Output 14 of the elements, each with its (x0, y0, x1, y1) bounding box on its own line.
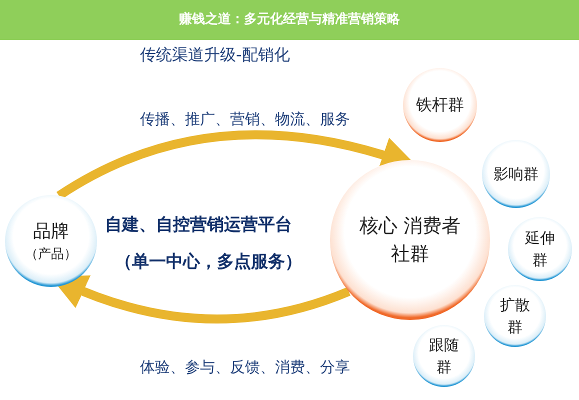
platform-text: 自建、自控营销运营平台 (105, 214, 292, 236)
node-text: 扩散群 (499, 294, 531, 338)
node-text: 延伸群 (524, 228, 556, 271)
node-text: 影响群 (493, 164, 539, 185)
heading-text: 传统渠道升级-配销化 (140, 45, 290, 66)
node-text: 铁杆群 (415, 94, 465, 116)
node-text: 跟随群 (428, 334, 460, 378)
node-text: 核心 消费者社群 (358, 214, 462, 267)
node-text: 品牌 (32, 220, 70, 244)
edge-label: 体验、参与、反馈、消费、分享 (140, 358, 350, 377)
node-text: （产品） (24, 246, 78, 264)
platform-text: （单一中心，多点服务） (115, 251, 302, 273)
title-banner: 赚钱之道：多元化经营与精准营销策略 (0, 0, 579, 40)
edge-label: 传播、推广、营销、物流、服务 (140, 110, 350, 129)
